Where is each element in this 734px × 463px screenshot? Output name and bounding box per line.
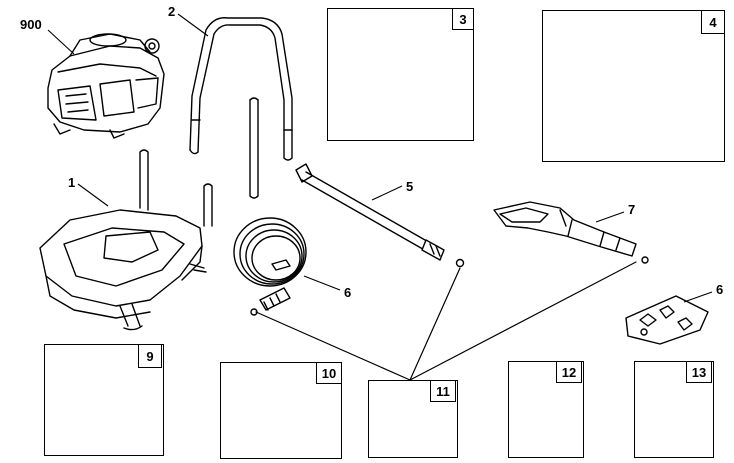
wheel-box-number: 9 bbox=[138, 344, 162, 368]
nozzle-pack-drawing bbox=[625, 295, 709, 345]
connector-lines bbox=[255, 261, 637, 381]
frame-hardware-box-number: 12 bbox=[556, 361, 582, 383]
panel-box-number: 3 bbox=[452, 8, 474, 30]
pump-box bbox=[542, 10, 725, 162]
hose-drawing bbox=[233, 217, 307, 316]
pump-box-number: 4 bbox=[701, 10, 725, 34]
hose-callout: 6 bbox=[344, 285, 352, 300]
handle-drawing bbox=[189, 17, 293, 199]
engine-callout: 900 bbox=[20, 17, 42, 32]
panel-box bbox=[327, 8, 474, 141]
wand-drawing bbox=[295, 163, 465, 268]
handle-callout: 2 bbox=[168, 4, 176, 19]
frame-drawing bbox=[39, 149, 213, 331]
frame-callout: 1 bbox=[68, 175, 76, 190]
engine-drawing bbox=[47, 33, 165, 139]
thermal-relief-box-number: 11 bbox=[430, 380, 456, 402]
engine-hardware-box-number: 10 bbox=[316, 362, 342, 384]
handle-hardware-box-number: 13 bbox=[686, 361, 712, 383]
wand-callout: 5 bbox=[406, 179, 414, 194]
gun-drawing bbox=[493, 201, 649, 264]
nozzle-callout: 6 bbox=[716, 282, 724, 297]
gun-callout: 7 bbox=[628, 202, 636, 217]
